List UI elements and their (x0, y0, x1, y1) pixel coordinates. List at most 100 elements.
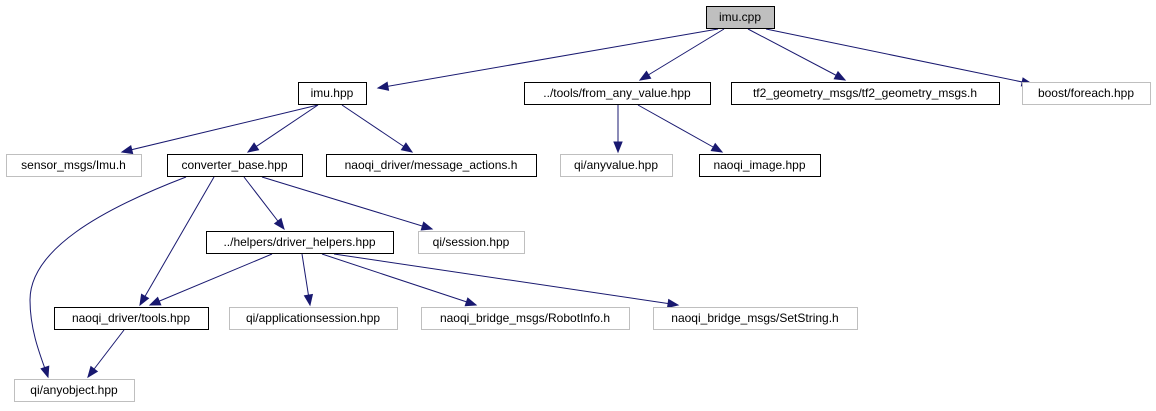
edge-imu_hpp-to-imu_h (120, 104, 319, 155)
node-box (326, 154, 537, 177)
edge-imu_cpp-to-boost_foreach-line (765, 28, 1033, 85)
node-label: ../helpers/driver_helpers.hpp (223, 235, 375, 249)
edge-tools-to-anyobject (87, 329, 125, 379)
node-imu-cpp[interactable]: imu.cpp (706, 6, 775, 29)
node-box (421, 307, 630, 330)
edge-converter_base-to-anyobject (29, 176, 187, 379)
node-tf2[interactable]: tf2_geometry_msgs/tf2_geometry_msgs.h (731, 82, 1000, 105)
nodes-layer: imu.cpp imu.hpp ../tools/from_any_value.hp… (6, 6, 1151, 402)
edge-driver_helpers-to-appsession (301, 253, 314, 307)
edge-converter_base-to-tools (139, 176, 215, 307)
edge-driver_helpers-to-setstring-line (333, 253, 679, 306)
node-anyobject[interactable]: qi/anyobject.hpp (14, 379, 135, 402)
edge-converter_base-to-anyobject-arrowhead (40, 365, 50, 379)
edge-from_any_value-to-naoqi_image-line (637, 104, 723, 153)
edge-from_any_value-to-naoqi_image-arrowhead (710, 142, 724, 153)
edge-driver_helpers-to-tools-arrowhead (148, 296, 162, 306)
node-tools[interactable]: naoqi_driver/tools.hpp (54, 307, 209, 330)
node-imu-h[interactable]: sensor_msgs/Imu.h (6, 154, 142, 177)
node-box (6, 154, 142, 177)
node-appsession[interactable]: qi/applicationsession.hpp (229, 307, 398, 330)
node-naoqi-image[interactable]: naoqi_image.hpp (699, 154, 821, 177)
edge-driver_helpers-to-tools-line (149, 253, 273, 306)
edge-imu_hpp-to-message_actions (341, 104, 414, 153)
node-label: tf2_geometry_msgs/tf2_geometry_msgs.h (753, 86, 977, 100)
edge-driver_helpers-to-robotinfo-arrowhead (464, 297, 478, 307)
node-label: boost/foreach.hpp (1038, 86, 1134, 100)
node-box (54, 307, 209, 330)
node-robotinfo[interactable]: naoqi_bridge_msgs/RobotInfo.h (421, 307, 630, 330)
node-label: qi/session.hpp (433, 235, 510, 249)
edge-from_any_value-to-naoqi_image (637, 104, 724, 153)
edge-converter_base-to-session-line (261, 176, 433, 230)
node-box (1022, 82, 1151, 105)
node-setstring[interactable]: naoqi_bridge_msgs/SetString.h (653, 307, 858, 330)
edge-tools-to-anyobject-arrowhead (87, 365, 99, 379)
edge-driver_helpers-to-appsession-arrowhead (303, 293, 314, 307)
node-label: qi/anyobject.hpp (30, 383, 118, 397)
node-label: naoqi_driver/message_actions.h (345, 158, 518, 172)
node-box (418, 231, 525, 254)
node-box (167, 154, 303, 177)
edge-imu_cpp-to-tf2 (747, 28, 847, 81)
node-box (524, 82, 711, 105)
node-imu-hpp[interactable]: imu.hpp (298, 82, 367, 105)
node-message-actions[interactable]: naoqi_driver/message_actions.h (326, 154, 537, 177)
edge-imu_cpp-to-from_any_value (638, 28, 725, 81)
edge-imu_cpp-to-imu_hpp-arrowhead (376, 81, 390, 91)
edge-driver_helpers-to-setstring (333, 253, 680, 309)
edge-driver_helpers-to-tools (148, 253, 273, 306)
edge-converter_base-to-driver_helpers (243, 176, 285, 231)
node-label: imu.hpp (311, 86, 354, 100)
node-box (229, 307, 398, 330)
edge-imu_cpp-to-imu_hpp-line (377, 28, 719, 89)
node-anyvalue[interactable]: qi/anyvalue.hpp (560, 154, 673, 177)
node-box (14, 379, 135, 402)
edge-converter_base-to-anyobject-line (29, 176, 187, 378)
node-box (560, 154, 673, 177)
edge-imu_hpp-to-converter_base-arrowhead (246, 142, 260, 153)
node-label: naoqi_bridge_msgs/SetString.h (671, 311, 838, 325)
edge-driver_helpers-to-robotinfo (321, 253, 478, 307)
edge-converter_base-to-tools-arrowhead (139, 293, 150, 307)
node-box (706, 6, 775, 29)
node-box (699, 154, 821, 177)
edge-driver_helpers-to-robotinfo-line (321, 253, 477, 306)
node-box (653, 307, 858, 330)
node-from-any-value[interactable]: ../tools/from_any_value.hpp (524, 82, 711, 105)
edge-converter_base-to-session-arrowhead (420, 221, 434, 231)
edge-converter_base-to-tools-line (139, 176, 215, 306)
node-box (298, 82, 367, 105)
edge-imu_cpp-to-from_any_value-arrowhead (638, 70, 652, 81)
edge-converter_base-to-driver_helpers-arrowhead (273, 217, 285, 231)
node-label: naoqi_bridge_msgs/RobotInfo.h (440, 311, 610, 325)
node-label: sensor_msgs/Imu.h (21, 158, 126, 172)
edge-imu_hpp-to-message_actions-line (341, 104, 413, 153)
node-label: qi/applicationsession.hpp (246, 311, 380, 325)
edge-from_any_value-to-anyvalue-arrowhead (613, 141, 623, 154)
edge-imu_hpp-to-converter_base-line (247, 104, 319, 153)
node-label: converter_base.hpp (181, 158, 287, 172)
node-label: ../tools/from_any_value.hpp (543, 86, 691, 100)
edge-from_any_value-to-anyvalue (613, 105, 623, 154)
edge-imu_cpp-to-tf2-line (747, 28, 846, 81)
edge-imu_hpp-to-imu_h-line (121, 104, 319, 153)
edge-imu_cpp-to-tf2-arrowhead (833, 70, 847, 81)
node-label: qi/anyvalue.hpp (574, 158, 658, 172)
node-box (206, 231, 394, 254)
edge-imu_cpp-to-boost_foreach (765, 28, 1034, 87)
edge-imu_hpp-to-message_actions-arrowhead (400, 142, 414, 153)
node-converter-base[interactable]: converter_base.hpp (167, 154, 303, 177)
node-label: naoqi_driver/tools.hpp (72, 311, 190, 325)
edges-layer (29, 28, 1034, 379)
node-session[interactable]: qi/session.hpp (418, 231, 525, 254)
node-label: naoqi_image.hpp (713, 158, 805, 172)
node-box (731, 82, 1000, 105)
node-driver-helpers[interactable]: ../helpers/driver_helpers.hpp (206, 231, 394, 254)
node-boost-foreach[interactable]: boost/foreach.hpp (1022, 82, 1151, 105)
edge-imu_cpp-to-from_any_value-line (639, 28, 725, 81)
edge-driver_helpers-to-setstring-arrowhead (666, 298, 680, 309)
edge-imu_hpp-to-imu_h-arrowhead (120, 144, 134, 155)
